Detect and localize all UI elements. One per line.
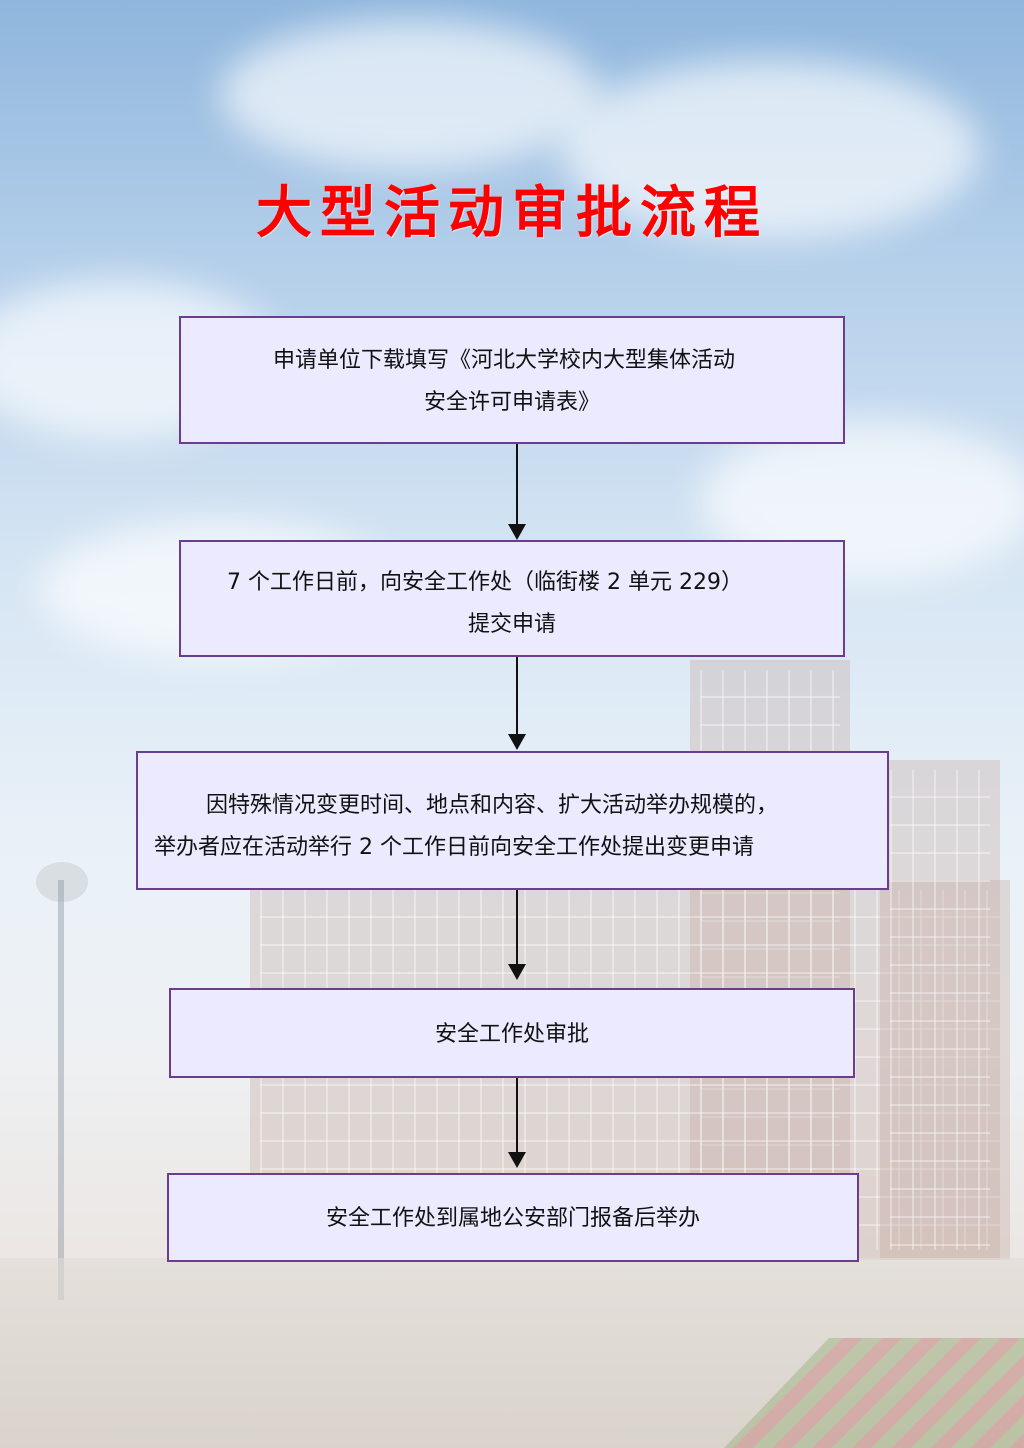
building-right-wing bbox=[880, 760, 1000, 1260]
step-2-line-2: 提交申请 bbox=[467, 612, 556, 637]
step-4-box: 安全工作处审批 bbox=[169, 988, 855, 1078]
cloud bbox=[220, 20, 600, 170]
arrowhead-2 bbox=[508, 734, 526, 750]
arrow-4 bbox=[516, 1078, 518, 1154]
arrowhead-1 bbox=[508, 524, 526, 540]
step-3-box: 因特殊情况变更时间、地点和内容、扩大活动举办规模的， 举办者应在活动举行 2 个… bbox=[136, 751, 889, 890]
step-1-box: 申请单位下载填写《河北大学校内大型集体活动 安全许可申请表》 bbox=[179, 316, 845, 444]
arrow-3 bbox=[516, 890, 518, 966]
arrowhead-3 bbox=[508, 964, 526, 980]
arrowhead-4 bbox=[508, 1152, 526, 1168]
step-3-line-2: 举办者应在活动举行 2 个工作日前向安全工作处提出变更申请 bbox=[154, 835, 754, 860]
step-1-line-1: 申请单位下载填写《河北大学校内大型集体活动 bbox=[273, 348, 736, 373]
step-5-box: 安全工作处到属地公安部门报备后举办 bbox=[167, 1173, 859, 1262]
page-title: 大型活动审批流程 bbox=[256, 181, 768, 246]
step-2-line-1: 7 个工作日前，向安全工作处（临街楼 2 单元 229） bbox=[227, 570, 743, 595]
step-3-line-1: 因特殊情况变更时间、地点和内容、扩大活动举办规模的， bbox=[206, 793, 779, 818]
step-4-line-1: 安全工作处审批 bbox=[434, 1022, 589, 1047]
plaza bbox=[0, 1258, 1024, 1448]
step-2-box: 7 个工作日前，向安全工作处（临街楼 2 单元 229） 提交申请 bbox=[179, 540, 845, 657]
arrow-1 bbox=[516, 444, 518, 526]
step-1-line-2: 安全许可申请表》 bbox=[423, 390, 600, 415]
arrow-2 bbox=[516, 657, 518, 736]
street-lamp-pole bbox=[58, 880, 64, 1300]
cloud bbox=[560, 60, 980, 240]
step-5-line-1: 安全工作处到属地公安部门报备后举办 bbox=[325, 1206, 700, 1231]
